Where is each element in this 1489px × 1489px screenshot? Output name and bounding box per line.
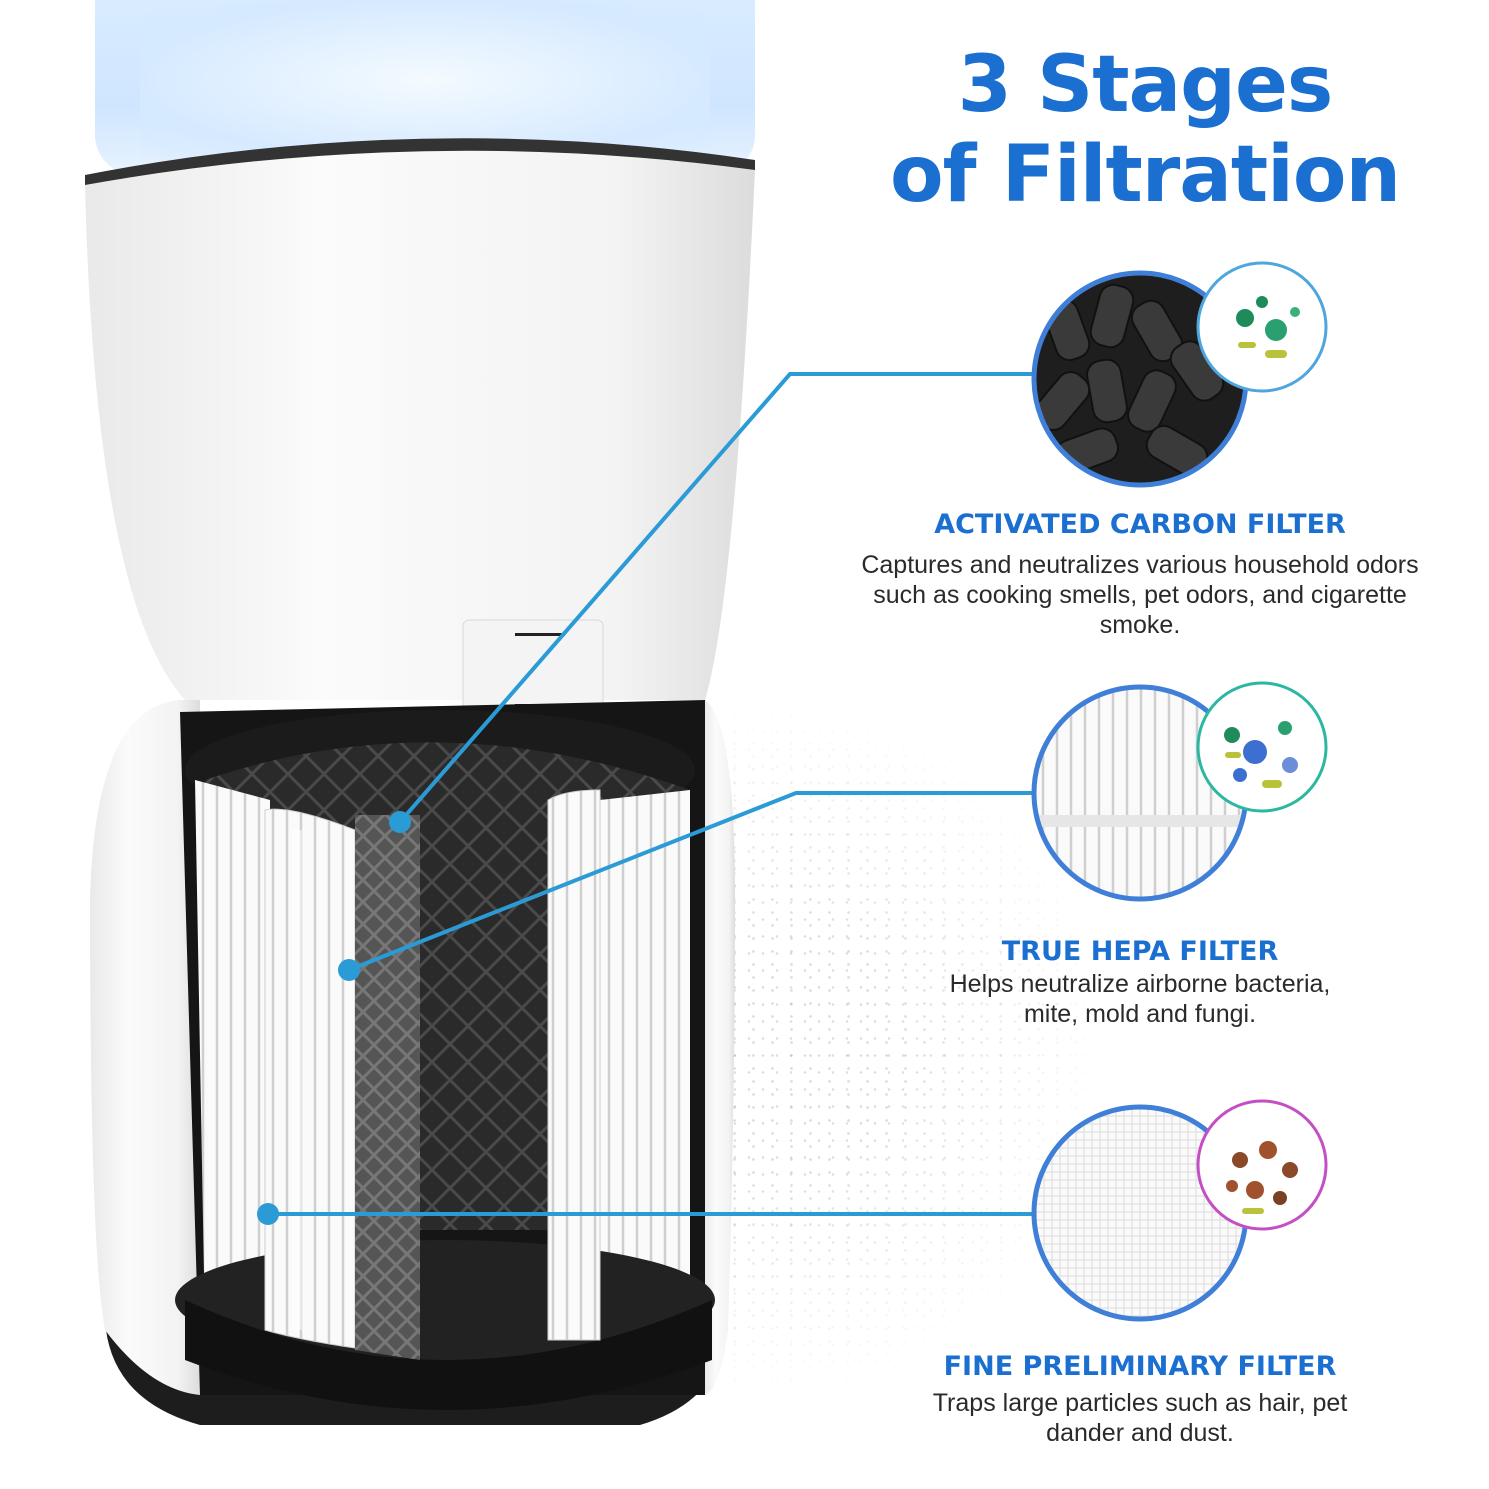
carbon-filter-name: ACTIVATED CARBON FILTER bbox=[934, 509, 1346, 540]
light-glow-inner bbox=[140, 0, 710, 160]
germs-mini-icon bbox=[1196, 261, 1328, 393]
dust-mini-icon bbox=[1196, 1099, 1328, 1231]
preliminary-filter-description: Traps large particles such as hair, pet … bbox=[932, 1389, 1348, 1447]
preliminary-filter-info: FINE PRELIMINARY FILTER Traps large part… bbox=[830, 1350, 1450, 1448]
hepa-filter-name: TRUE HEPA FILTER bbox=[1001, 936, 1279, 967]
title-line-2: of Filtration bbox=[890, 130, 1401, 220]
page-title: 3 Stages of Filtration bbox=[860, 40, 1430, 220]
bacteria-mini-icon bbox=[1196, 681, 1328, 813]
carbon-filter-info: ACTIVATED CARBON FILTER Captures and neu… bbox=[830, 508, 1450, 640]
preliminary-filter-name: FINE PRELIMINARY FILTER bbox=[943, 1351, 1337, 1382]
hepa-filter-info: TRUE HEPA FILTER Helps neutralize airbor… bbox=[830, 935, 1450, 1029]
title-line-1: 3 Stages bbox=[957, 40, 1334, 130]
carbon-filter-description: Captures and neutralizes various househo… bbox=[861, 551, 1419, 639]
hepa-filter-description: Helps neutralize airborne bacteria, mite… bbox=[949, 970, 1331, 1028]
